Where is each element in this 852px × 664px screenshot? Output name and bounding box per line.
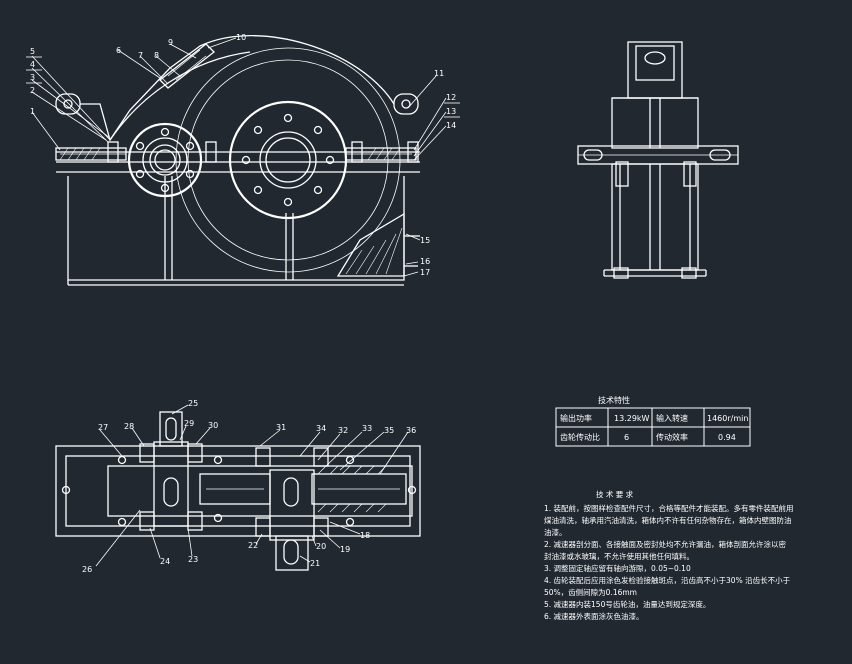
technical-requirements: 技 术 要 求 1. 装配前，按图样检查配件尺寸，合格等配件才能装配。多有零件装… bbox=[544, 489, 794, 621]
callout-3: 3 bbox=[30, 73, 35, 82]
callout-12: 12 bbox=[446, 93, 456, 102]
cell-r0-c1: 13.29kW bbox=[614, 414, 650, 423]
callout-9: 9 bbox=[168, 38, 173, 47]
callout-33: 33 bbox=[362, 424, 372, 433]
req-line-4: 2. 减速器剖分面、各接触面及密封处均不允许漏油，箱体剖面允许涂以密 bbox=[544, 539, 787, 549]
req-line-6: 3. 调整固定轴应留有轴向游隙，0.05~0.10 bbox=[544, 563, 691, 573]
callout-36: 36 bbox=[406, 426, 416, 435]
req-line-5: 封油漆或水玻璃，不允许使用其他任何填料。 bbox=[544, 551, 694, 561]
callout-22: 22 bbox=[248, 541, 258, 550]
callout-10: 10 bbox=[236, 33, 246, 42]
req-line-8: 50%，齿侧间隙为0.16mm bbox=[544, 587, 637, 597]
cell-r0-c0: 输出功率 bbox=[560, 413, 592, 423]
callout-13: 13 bbox=[446, 107, 456, 116]
callout-15: 15 bbox=[420, 236, 430, 245]
plan-leaders bbox=[95, 404, 409, 567]
cell-r1-c3: 0.94 bbox=[718, 433, 736, 442]
callout-26: 26 bbox=[82, 565, 92, 574]
cell-r1-c0: 齿轮传动比 bbox=[560, 432, 600, 442]
req-line-10: 6. 减速器外表面涂灰色油漆。 bbox=[544, 611, 644, 621]
callout-30: 30 bbox=[208, 421, 218, 430]
callout-23: 23 bbox=[188, 555, 198, 564]
req-line-1: 1. 装配前，按图样检查配件尺寸，合格等配件才能装配。多有零件装配前用 bbox=[544, 503, 794, 513]
callout-24: 24 bbox=[160, 557, 170, 566]
plan-hatch bbox=[317, 465, 387, 513]
req-line-2: 煤油清洗，轴承用汽油清洗，箱体内不许有任何杂物存在，箱体内壁图防油 bbox=[544, 515, 792, 525]
callout-6: 6 bbox=[116, 46, 121, 55]
callout-11: 11 bbox=[434, 69, 444, 78]
callout-28: 28 bbox=[124, 422, 134, 431]
callout-5: 5 bbox=[30, 47, 35, 56]
callout-4: 4 bbox=[30, 60, 35, 69]
plan-callout-numbers: 25 27 28 29 30 31 34 32 33 35 36 26 24 2… bbox=[82, 399, 416, 574]
callout-20: 20 bbox=[316, 542, 326, 551]
callout-31: 31 bbox=[276, 423, 286, 432]
front-callout-numbers: 5 4 3 2 1 6 7 8 9 10 11 12 13 14 15 16 1… bbox=[30, 33, 456, 277]
side-view bbox=[577, 41, 739, 279]
req-line-9: 5. 减速器内装150号齿轮油，油量达到规定深度。 bbox=[544, 599, 710, 609]
callout-14: 14 bbox=[446, 121, 456, 130]
callout-16: 16 bbox=[420, 257, 430, 266]
front-leaders bbox=[31, 37, 447, 277]
callout-35: 35 bbox=[384, 426, 394, 435]
callout-7: 7 bbox=[138, 51, 143, 60]
callout-1: 1 bbox=[30, 107, 35, 116]
req-line-7: 4. 齿轮装配后应用涂色发检验接触斑点，沿齿高不小于30% 沿齿长不小于 bbox=[544, 575, 791, 585]
requirements-title: 技 术 要 求 bbox=[596, 489, 634, 499]
callout-8: 8 bbox=[154, 51, 159, 60]
tech-table-title: 技术特性 bbox=[598, 395, 630, 405]
callout-18: 18 bbox=[360, 531, 370, 540]
cell-r1-c1: 6 bbox=[624, 433, 629, 442]
callout-29: 29 bbox=[184, 419, 194, 428]
callout-2: 2 bbox=[30, 86, 35, 95]
callout-27: 27 bbox=[98, 423, 108, 432]
plan-view: 25 27 28 29 30 31 34 32 33 35 36 26 24 2… bbox=[55, 399, 421, 574]
cell-r0-c3: 1460r/min bbox=[707, 414, 748, 423]
callout-25: 25 bbox=[188, 399, 198, 408]
callout-32: 32 bbox=[338, 426, 348, 435]
big-hub-bolts bbox=[241, 113, 335, 207]
callout-34: 34 bbox=[316, 424, 326, 433]
req-line-3: 油漆。 bbox=[544, 527, 567, 537]
cell-r1-c2: 传动效率 bbox=[656, 432, 688, 442]
oil-gauge-hatch bbox=[345, 227, 403, 275]
front-view: 5 4 3 2 1 6 7 8 9 10 11 12 13 14 15 16 1… bbox=[26, 33, 460, 286]
shaft-hatch bbox=[59, 147, 401, 161]
callout-21: 21 bbox=[310, 559, 320, 568]
callout-17: 17 bbox=[420, 268, 430, 277]
cell-r0-c2: 输入转速 bbox=[656, 413, 688, 423]
callout-19: 19 bbox=[340, 545, 350, 554]
small-hub-bolts bbox=[135, 127, 195, 193]
tech-spec-table: 技术特性 输出功率 13.29kW 输入转速 1460r/min 齿轮传动比 6… bbox=[555, 395, 751, 447]
